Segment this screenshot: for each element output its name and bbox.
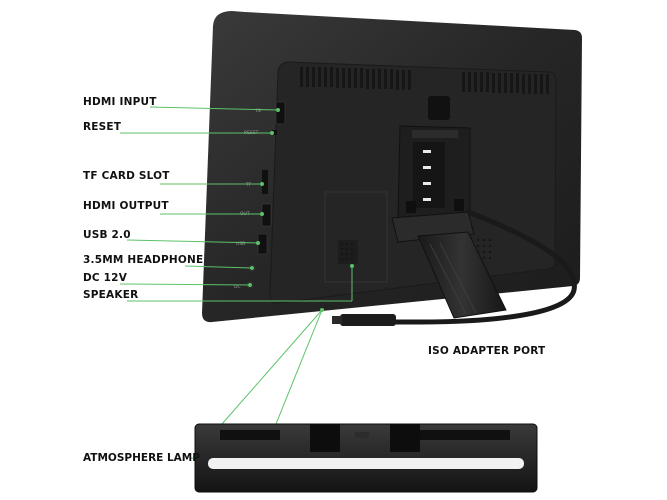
label-hdmi-input: HDMI INPUT <box>83 96 157 108</box>
mark-in: IN <box>256 108 261 114</box>
label-iso-adapter-port: ISO ADAPTER PORT <box>428 345 546 357</box>
mark-tf: TF <box>245 182 252 188</box>
stand-leg <box>417 231 507 319</box>
label-atmosphere-lamp: ATMOSPHERE LAMP <box>83 452 200 464</box>
iso-connector <box>340 314 396 326</box>
mark-dc: DC <box>234 284 241 290</box>
label-reset: RESET <box>83 121 122 133</box>
lamp-detail-vents <box>220 430 510 440</box>
label-speaker: SPEAKER <box>83 289 139 301</box>
top-handle-notch <box>428 96 450 120</box>
hdmi-in-port <box>275 101 286 125</box>
reset-button <box>272 130 277 135</box>
vesa-holes <box>423 150 431 201</box>
label-tf-card-slot: TF CARD SLOT <box>83 170 170 182</box>
iso-cable <box>377 209 577 325</box>
label-headphone: 3.5MM HEADPHONE <box>83 254 204 266</box>
label-usb: USB 2.0 <box>83 229 131 241</box>
speaker-grille-right <box>476 238 492 260</box>
mark-usb: USB <box>236 241 245 247</box>
label-hdmi-output: HDMI OUTPUT <box>83 200 169 212</box>
label-dc: DC 12V <box>83 272 128 284</box>
speaker-grille-dots <box>338 240 358 264</box>
speaker-grille-box <box>324 191 388 283</box>
top-vent-right <box>462 72 549 94</box>
tf-slot <box>262 170 268 194</box>
lamp-strip-light <box>208 458 524 469</box>
top-vent-left <box>300 67 411 90</box>
port-column <box>246 101 286 289</box>
